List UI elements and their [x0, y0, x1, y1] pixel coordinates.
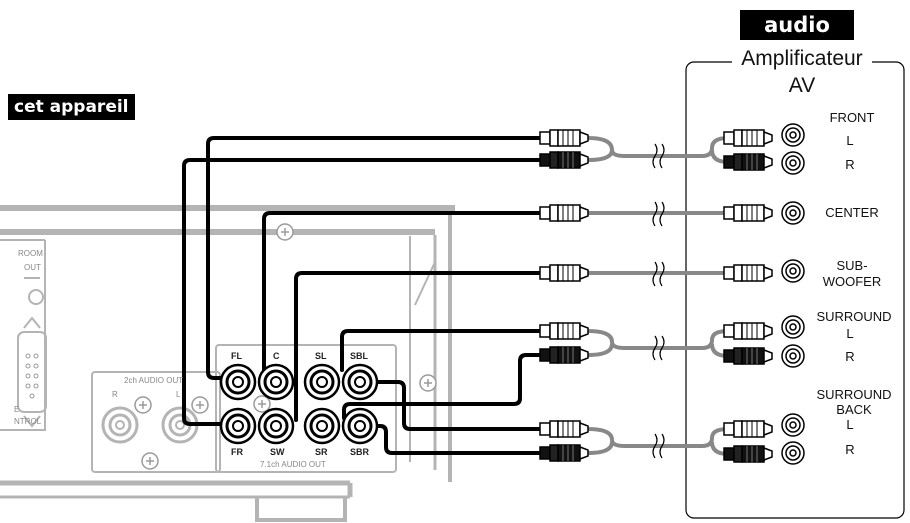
db9-port [25, 353, 39, 399]
label-front-l: L [846, 133, 854, 148]
label-surround: SURROUND [816, 309, 892, 324]
label-2ch-l: L [176, 390, 181, 399]
label-sub: SUB- [836, 258, 868, 273]
label-71ch: 7.1ch AUDIO OUT [260, 460, 326, 469]
label-out-sw: SW [270, 447, 285, 457]
label-out-fr: FR [231, 447, 243, 457]
audio-label: audio [740, 10, 854, 40]
screw-icon [253, 395, 271, 413]
screw-icon [191, 396, 209, 414]
jack-sr [303, 407, 341, 445]
label-room-out: OUT [24, 263, 41, 272]
label-front-r: R [845, 157, 855, 172]
jack-sl [303, 363, 341, 401]
label-out-sr: SR [315, 447, 328, 457]
jack-fl [219, 363, 257, 401]
label-surround-back-2: BACK [836, 402, 872, 417]
label-2ch-r: R [112, 390, 118, 399]
label-surround-back-1: SURROUND [816, 387, 892, 402]
label-e: E [14, 405, 20, 414]
label-2ch: 2ch AUDIO OUT [124, 376, 184, 385]
gray-cables [587, 136, 729, 456]
label-out-sbl: SBL [350, 351, 368, 361]
jack-c [257, 363, 295, 401]
jack-fr [219, 407, 257, 445]
jack-sbr [341, 407, 379, 445]
label-out-c: C [273, 351, 280, 361]
jack-sw [257, 407, 295, 445]
label-out-sbr: SBR [350, 447, 370, 457]
label-surround-l: L [846, 326, 854, 341]
screw-icon [141, 452, 159, 470]
black-cables [182, 136, 542, 455]
label-surround-r: R [845, 349, 855, 364]
amplifier-title: Amplificateur [732, 48, 872, 69]
jack-sbl [341, 363, 379, 401]
label-surround-back-r: R [845, 442, 855, 457]
screw-icon [134, 396, 152, 414]
label-control: NTROL [14, 417, 42, 426]
label-room: ROOM [18, 249, 43, 258]
device-label: cet appareil [8, 94, 135, 120]
label-surround-back-l: L [846, 417, 854, 432]
device-chassis [0, 205, 455, 522]
device-panel-lines [0, 236, 436, 473]
screw-icon [419, 374, 437, 392]
screw-icon [276, 223, 294, 241]
label-out-sl: SL [315, 351, 327, 361]
label-center: CENTER [825, 205, 879, 220]
label-woofer: WOOFER [822, 274, 882, 289]
amplifier-title-sub: AV [760, 75, 844, 96]
label-front: FRONT [829, 110, 875, 125]
cable-break-marks [652, 143, 665, 459]
label-out-fl: FL [231, 351, 242, 361]
